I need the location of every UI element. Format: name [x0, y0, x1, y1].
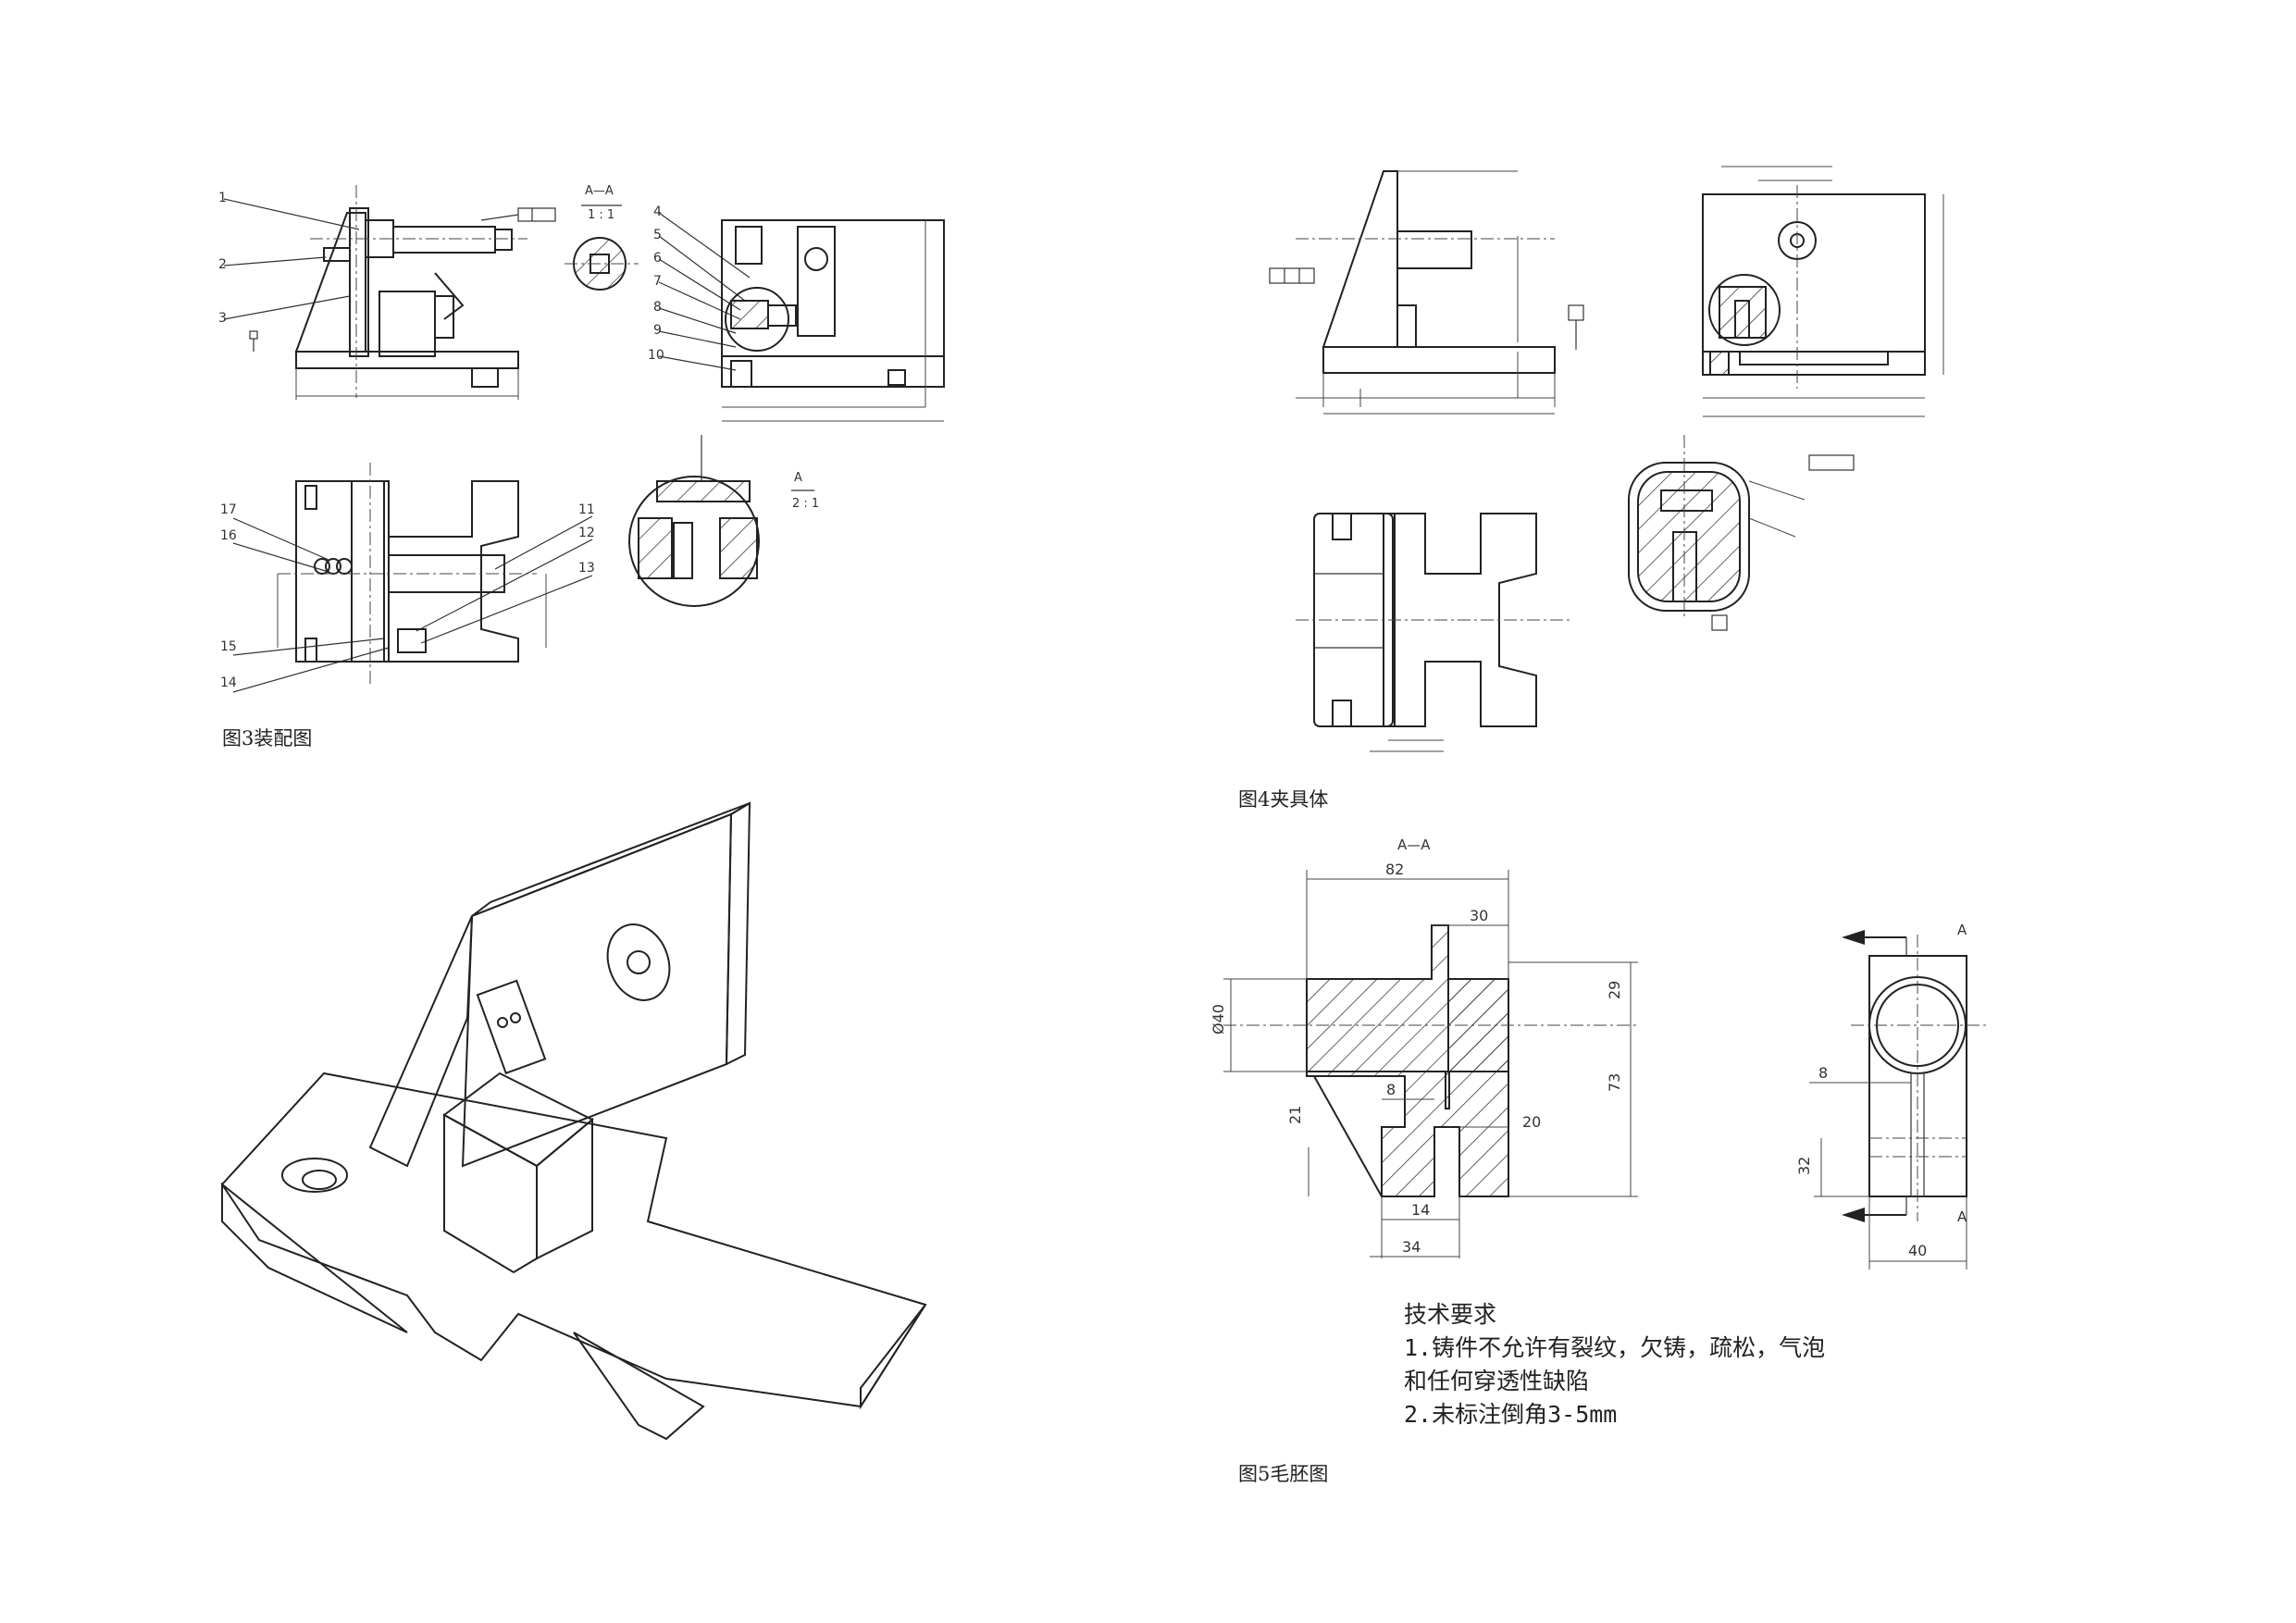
- tech-title: 技术要求: [1404, 1301, 1497, 1328]
- dim-14: 14: [1411, 1201, 1430, 1219]
- callout-8: 8: [653, 300, 662, 315]
- section-arrow-a-bottom: A: [1957, 1208, 1967, 1225]
- dim-d40: Ø40: [1210, 1004, 1227, 1035]
- fixture-body-top-view: [1296, 513, 1573, 752]
- detail-scale: 2 : 1: [792, 497, 819, 511]
- caption-fig4: 图4夹具体: [1238, 788, 1329, 811]
- isometric-fixture-view: [220, 801, 927, 1441]
- blank-section-aa: A—A 82 30 29 73 Ø40 21 8 20: [1210, 836, 1638, 1258]
- section-aa-label: A—A: [585, 184, 614, 198]
- assembly-side-view: [721, 219, 945, 422]
- detail-a-label: A: [794, 471, 802, 485]
- caption-fig3: 图3装配图: [222, 727, 313, 750]
- fixture-body-detail: [1628, 435, 1855, 631]
- assembly-detail-2-1: A 2 : 1: [628, 435, 819, 607]
- callout-11: 11: [578, 502, 595, 517]
- dim-8-side: 8: [1818, 1064, 1828, 1082]
- assembly-top-view: [277, 463, 547, 685]
- callout-12: 12: [578, 526, 595, 540]
- callout-7: 7: [653, 274, 662, 289]
- callout-10: 10: [648, 348, 664, 363]
- caption-fig5: 图5毛胚图: [1238, 1463, 1329, 1485]
- assembly-section-aa: A—A 1 : 1: [565, 184, 639, 291]
- blank-side-view: A A 8 32 40: [1795, 922, 1990, 1270]
- assembly-callout-leaders: [223, 198, 751, 693]
- tech-line-1: 1.铸件不允许有裂纹，欠铸，疏松，气泡: [1404, 1334, 1826, 1361]
- callout-4: 4: [653, 204, 662, 219]
- dim-30: 30: [1470, 907, 1488, 924]
- dim-73: 73: [1606, 1073, 1623, 1092]
- callout-6: 6: [653, 251, 662, 266]
- callout-1: 1: [218, 191, 227, 205]
- blank-section-label: A—A: [1397, 836, 1431, 853]
- fixture-body-front-view: [1269, 170, 1584, 415]
- dim-40-side: 40: [1908, 1242, 1927, 1259]
- callout-16: 16: [220, 528, 237, 543]
- dim-8: 8: [1386, 1081, 1396, 1098]
- dim-29: 29: [1606, 981, 1623, 999]
- dim-20: 20: [1522, 1113, 1541, 1131]
- section-arrow-a-top: A: [1957, 922, 1967, 938]
- callout-15: 15: [220, 639, 237, 654]
- section-aa-scale: 1 : 1: [588, 208, 614, 222]
- callout-9: 9: [653, 323, 662, 338]
- callout-17: 17: [220, 502, 237, 517]
- dim-34: 34: [1402, 1238, 1421, 1256]
- fixture-body-side-view: [1702, 166, 1944, 417]
- callout-14: 14: [220, 675, 237, 690]
- dim-82: 82: [1385, 861, 1404, 878]
- dim-32: 32: [1795, 1157, 1813, 1175]
- dim-21: 21: [1286, 1106, 1304, 1124]
- tech-line-2: 和任何穿透性缺陷: [1404, 1368, 1590, 1394]
- callout-2: 2: [218, 257, 227, 272]
- callout-13: 13: [578, 561, 595, 576]
- tech-line-3: 2.未标注倒角3-5mm: [1404, 1401, 1618, 1428]
- callout-3: 3: [218, 311, 227, 326]
- assembly-front-view: [249, 185, 556, 400]
- callout-5: 5: [653, 228, 662, 242]
- assembly-callout-numbers: 1 2 3 4 5 6 7 8 9 10 11 12 13 14 15 16 1…: [218, 191, 664, 690]
